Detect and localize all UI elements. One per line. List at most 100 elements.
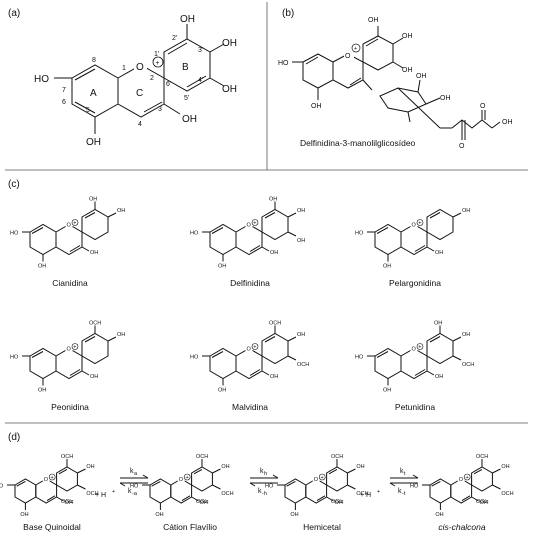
methoxy-group: OCH [89,321,101,327]
panel-c-label: (c) [8,179,20,190]
hydroxyl-3: OH [200,500,208,506]
positive-charge-icon [416,219,424,226]
compound-name-delfinidina: Delfinidina [230,278,270,288]
anthocyanidin-structure: O+HOOHOHOCH3OH [10,321,125,394]
hydroxyl-5: OH [383,388,391,394]
hydroxyl-3: OH [335,500,343,506]
hydroxyl-b: OH [501,464,509,470]
charge-sign: + [321,475,324,481]
equilibrium-species-structure: O+HOOHOHOCH3OHOCH3OGlc [410,454,514,518]
glucoside-group: OGlc [196,499,209,505]
positive-charge-icon [416,343,424,350]
hydroxyl-5: OH [20,512,28,518]
hydroxyl-3: OH [270,374,278,380]
glucoside-group: OGlc [476,499,489,505]
hydroxyl-7: HO [355,231,364,237]
hydroxyl-7: HO [0,484,4,490]
species-name-hemicetal: Hemicetal [303,522,341,532]
hydroxyl-5: OH [290,512,298,518]
equilibrium-species-structure: O+HOOHOHOCH3OHOCH3OGlc [0,454,99,518]
equilibrium-structures: O+HOOHOHOCH3OHOCH3OGlcO+HOOHOHOCH3OHOCH3… [0,454,514,518]
methoxy-group: OCH [269,321,281,327]
charge-sign: + [186,475,189,481]
carbonyl-o-1: O [459,143,465,150]
hydroxyl-3: OH [90,250,98,256]
svg-text:-a: -a [132,491,138,497]
compound-name-malvidina: Malvidina [232,402,268,412]
compound-caption-b: Delfinidina-3-manolilglicosídeo [300,138,416,148]
hydroxyl-3: OH [90,374,98,380]
hydroxyl-b: OH [89,197,97,203]
ring-oxygen: O [412,223,417,229]
ring-oxygen: O [44,477,49,483]
ring-oxygen: O [67,223,72,229]
positive-charge-icon [251,343,259,350]
ring-label-c: C [136,88,143,99]
substituent-oh-glc1: OH [440,95,451,102]
hydroxyl-b: OH [117,208,125,214]
substituent-oh-b3prime: OH [368,17,379,24]
hydroxyl-5: OH [435,512,443,518]
methoxy-group: OCH [462,362,474,368]
panel-d-label: (d) [8,432,20,443]
atom-number-6: 6 [62,99,66,106]
substituent-ho-b: HO [278,60,289,67]
methoxy-group: OCH [331,454,343,460]
positive-charge-icon [71,219,79,226]
svg-text:+: + [354,46,357,52]
substituent-3prime-oh: OH [180,14,195,25]
species-name-flavilio: Cátion Flavílio [163,522,217,532]
svg-text:k: k [130,468,134,475]
hydroxyl-5: OH [38,388,46,394]
hydroxyl-7: HO [265,484,274,490]
svg-text:k: k [400,468,404,475]
proton-1: + H [95,492,106,499]
positive-charge-icon [152,56,164,68]
charge-sign: + [253,220,256,226]
substituent-oh-b5prime: OH [402,67,413,74]
hydroxyl-5: OH [155,512,163,518]
glucoside-group: OGlc [331,499,344,505]
compound-name-peonidina: Peonidina [51,402,89,412]
methoxy-group: OCH [356,491,368,497]
atom-number-1: 1 [122,65,126,72]
substituent-oh-b4prime: OH [402,33,413,40]
hydroxyl-7: HO [10,355,19,361]
methoxy-group: OCH [221,491,233,497]
hydroxyl-b: OH [297,208,305,214]
charge-sign: + [466,475,469,481]
methoxy-group: OCH [476,454,488,460]
atom-number-3: 3 [158,106,162,113]
substituent-5-oh: OH [86,137,101,148]
svg-text:+: + [112,489,115,495]
positive-charge-icon [251,219,259,226]
atom-number-2prime: 2' [172,35,177,42]
methoxy-group: OCH [297,362,309,368]
hydroxyl-b: OH [86,464,94,470]
atom-number-7: 7 [62,87,66,94]
species-name-quinoidal: Base Quinoidal [23,522,81,532]
compound-name-pelargonidina: Pelargonidina [389,278,441,288]
equilibrium-arrow-3: k t k -t [389,468,419,497]
svg-text:a: a [134,471,138,477]
positive-charge-icon [71,343,79,350]
hydroxyl-5: OH [218,264,226,270]
ring-oxygen: O [412,347,417,353]
hydroxyl-b: OH [297,238,305,244]
substituent-4prime-oh: OH [222,38,237,49]
panel-c: (c) O+HOOHOHOHOHO+HOOHOHOHOHOHO+HOOHOHOH… [8,179,474,412]
hydroxyl-3: OH [270,250,278,256]
atom-number-4: 4 [138,121,142,128]
anthocyanidin-structure: O+HOOHOHOHOHOCH3 [355,321,474,394]
ring-oxygen: O [459,477,464,483]
svg-text:-h: -h [262,491,267,497]
hydroxyl-5: OH [38,264,46,270]
positive-charge-icon [351,43,361,53]
hydroxyl-7: HO [10,231,19,237]
atom-number-8: 8 [92,57,96,64]
panel-b-label: (b) [282,8,294,19]
ring-oxygen: O [247,223,252,229]
equilibrium-arrow-1: k a k -a [119,468,149,497]
